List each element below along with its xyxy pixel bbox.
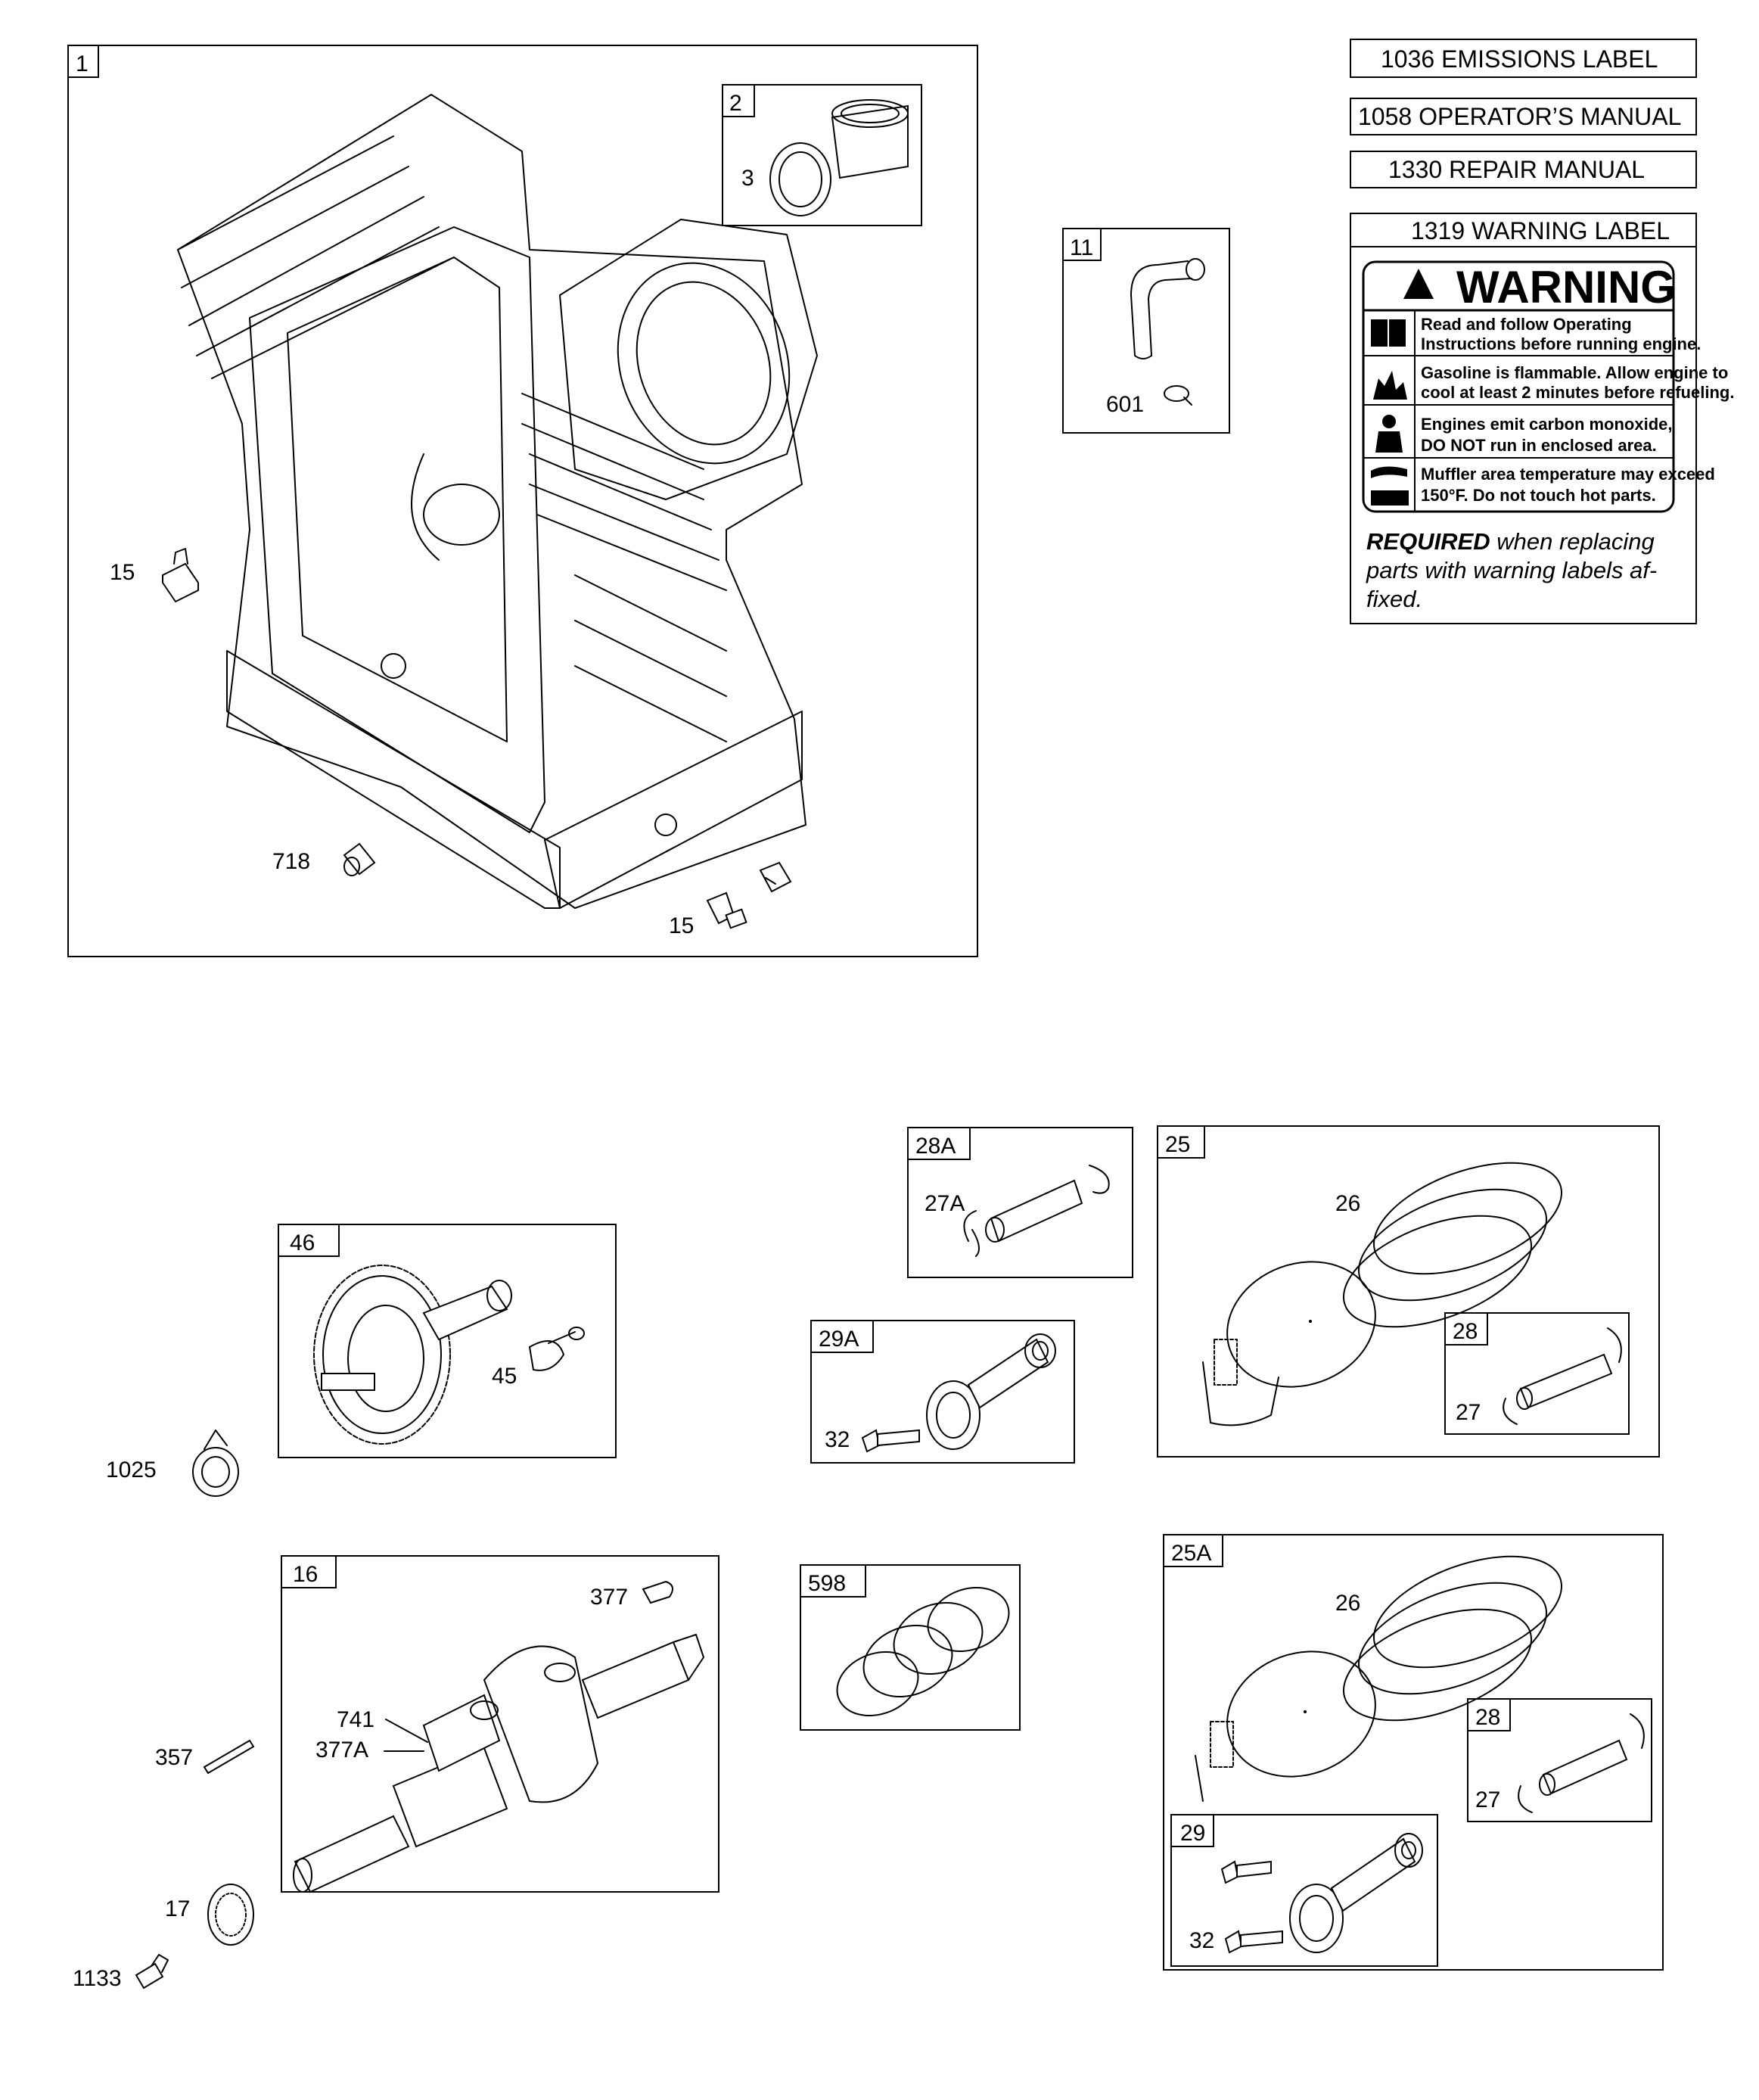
group-28-label: 28: [1453, 1319, 1478, 1344]
piston-25a: [1195, 1650, 1376, 1802]
documents-list: 1036 EMISSIONS LABEL 1058 OPERATOR’S MAN…: [1350, 39, 1734, 624]
part-377a-label: 377A: [315, 1738, 368, 1762]
doc-operators-manual: 1058 OPERATOR’S MANUAL: [1358, 103, 1681, 130]
group-2-label: 2: [729, 91, 742, 116]
part-15-label-b: 15: [669, 913, 694, 938]
crankshaft-drawing: [293, 1634, 704, 1893]
part-357-label: 357: [155, 1745, 193, 1770]
piston-rings-26-a: [1343, 1162, 1562, 1328]
part-377-label: 377: [590, 1585, 628, 1610]
part-27-label-b: 27: [1475, 1787, 1500, 1812]
warning-line-7: Muffler area temperature may exceed: [1421, 465, 1715, 484]
group-598-piston-rings: 598: [800, 1564, 1021, 1731]
group-16-crankshaft: 16 377 741 377A: [281, 1555, 719, 1893]
part-26-label-a: 26: [1335, 1191, 1360, 1216]
screw-1133: [135, 1954, 169, 1990]
group-16-label: 16: [293, 1562, 318, 1587]
bolt-32-b: [1224, 1930, 1283, 1954]
piston-rings-598: [836, 1586, 1010, 1717]
part-1025-label: 1025: [106, 1458, 157, 1482]
group-1-label: 1: [76, 51, 89, 76]
part-32-label-a: 32: [825, 1427, 850, 1452]
crankcase-block-drawing: [177, 94, 818, 909]
group-598-label: 598: [808, 1571, 846, 1596]
group-29a-connecting-rod: 29A 32: [810, 1320, 1075, 1464]
warning-triangle-icon: [1403, 269, 1434, 299]
group-25-piston-assembly: 25 26 28 27: [1157, 1125, 1660, 1458]
part-741-label: 741: [337, 1707, 374, 1732]
group-1-cylinder-block: 1 15 718: [67, 45, 978, 957]
group-2-bearing: 2 3: [722, 84, 922, 226]
connecting-rod-29a: [926, 1333, 1056, 1450]
group-11-label: 11: [1070, 235, 1093, 260]
part-32-label-b: 32: [1189, 1928, 1214, 1953]
dowel-pin-718: [343, 842, 376, 876]
part-1133-label: 1133: [73, 1966, 122, 1991]
required-note-line-3: fixed.: [1366, 586, 1422, 612]
group-29a-label: 29A: [819, 1327, 859, 1352]
fire-icon: [1373, 371, 1407, 400]
group-25a-piston-assembly: 25A 26 28 27 29: [1163, 1534, 1664, 1971]
part-27a-label: 27A: [925, 1191, 965, 1216]
group-28a-label: 28A: [915, 1134, 956, 1159]
warning-line-3: Gasoline is flammable. Allow engine to: [1421, 363, 1728, 382]
part-601-label: 601: [1106, 392, 1144, 417]
part-45-label: 45: [492, 1364, 517, 1389]
warning-line-4: cool at least 2 minutes before refueling…: [1421, 383, 1734, 402]
doc-repair-manual: 1330 REPAIR MANUAL: [1388, 156, 1645, 183]
person-gas-icon: [1375, 415, 1403, 453]
part-26-label-b: 26: [1335, 1591, 1360, 1616]
warning-line-1: Read and follow Operating: [1421, 315, 1632, 334]
part-3-label: 3: [741, 166, 754, 191]
connecting-rod-29: [1289, 1833, 1423, 1953]
group-28b-label: 28: [1475, 1705, 1500, 1730]
part-15-label-a: 15: [110, 560, 135, 585]
manual-book-icon: [1371, 319, 1406, 347]
hot-surface-icon: [1371, 466, 1409, 506]
svg-text:!: !: [1415, 277, 1422, 300]
group-11-breather-tube: 11 601: [1062, 228, 1230, 434]
warning-decal: ! WARNING Read and follow Operating: [1362, 260, 1734, 513]
part-17-label: 17: [165, 1896, 190, 1921]
group-46-camshaft: 46 45: [278, 1224, 617, 1458]
tappet-45: [528, 1327, 585, 1371]
warning-heading: WARNING: [1456, 262, 1676, 313]
seal-17: [207, 1884, 254, 1946]
warning-line-8: 150°F. Do not touch hot parts.: [1421, 486, 1656, 505]
bolt-32-a: [861, 1429, 920, 1453]
pipe-plug-15-b: [706, 861, 792, 929]
warning-line-6: DO NOT run in enclosed area.: [1421, 436, 1657, 455]
hose-clamp-601: [1164, 385, 1192, 406]
group-29-label: 29: [1180, 1821, 1205, 1846]
group-28a-piston-pin: 28A 27A: [907, 1127, 1133, 1278]
group-25a-label: 25A: [1171, 1541, 1211, 1566]
doc-warning-label-title: 1319 WARNING LABEL: [1411, 217, 1670, 244]
warning-line-2: Instructions before running engine.: [1421, 334, 1701, 353]
key-377: [642, 1580, 673, 1604]
cam-gear-drawing: [313, 1265, 512, 1445]
piston-25: [1202, 1261, 1376, 1426]
pin-357: [203, 1739, 255, 1775]
required-note-line-2: parts with warning labels af-: [1366, 557, 1657, 583]
doc-emissions-label: 1036 EMISSIONS LABEL: [1381, 45, 1658, 73]
required-note-line-1: REQUIRED when replacing: [1366, 528, 1655, 555]
group-46-label: 46: [290, 1230, 315, 1255]
part-718-label: 718: [272, 849, 310, 874]
piston-rings-26-b: [1343, 1555, 1562, 1722]
part-27-label-a: 27: [1456, 1400, 1481, 1425]
warning-line-5: Engines emit carbon monoxide,: [1421, 415, 1673, 434]
bolt-29-upper: [1220, 1860, 1272, 1884]
group-25-label: 25: [1165, 1132, 1190, 1157]
governor-1025: [192, 1430, 239, 1497]
pipe-plug-15-a: [162, 548, 199, 603]
